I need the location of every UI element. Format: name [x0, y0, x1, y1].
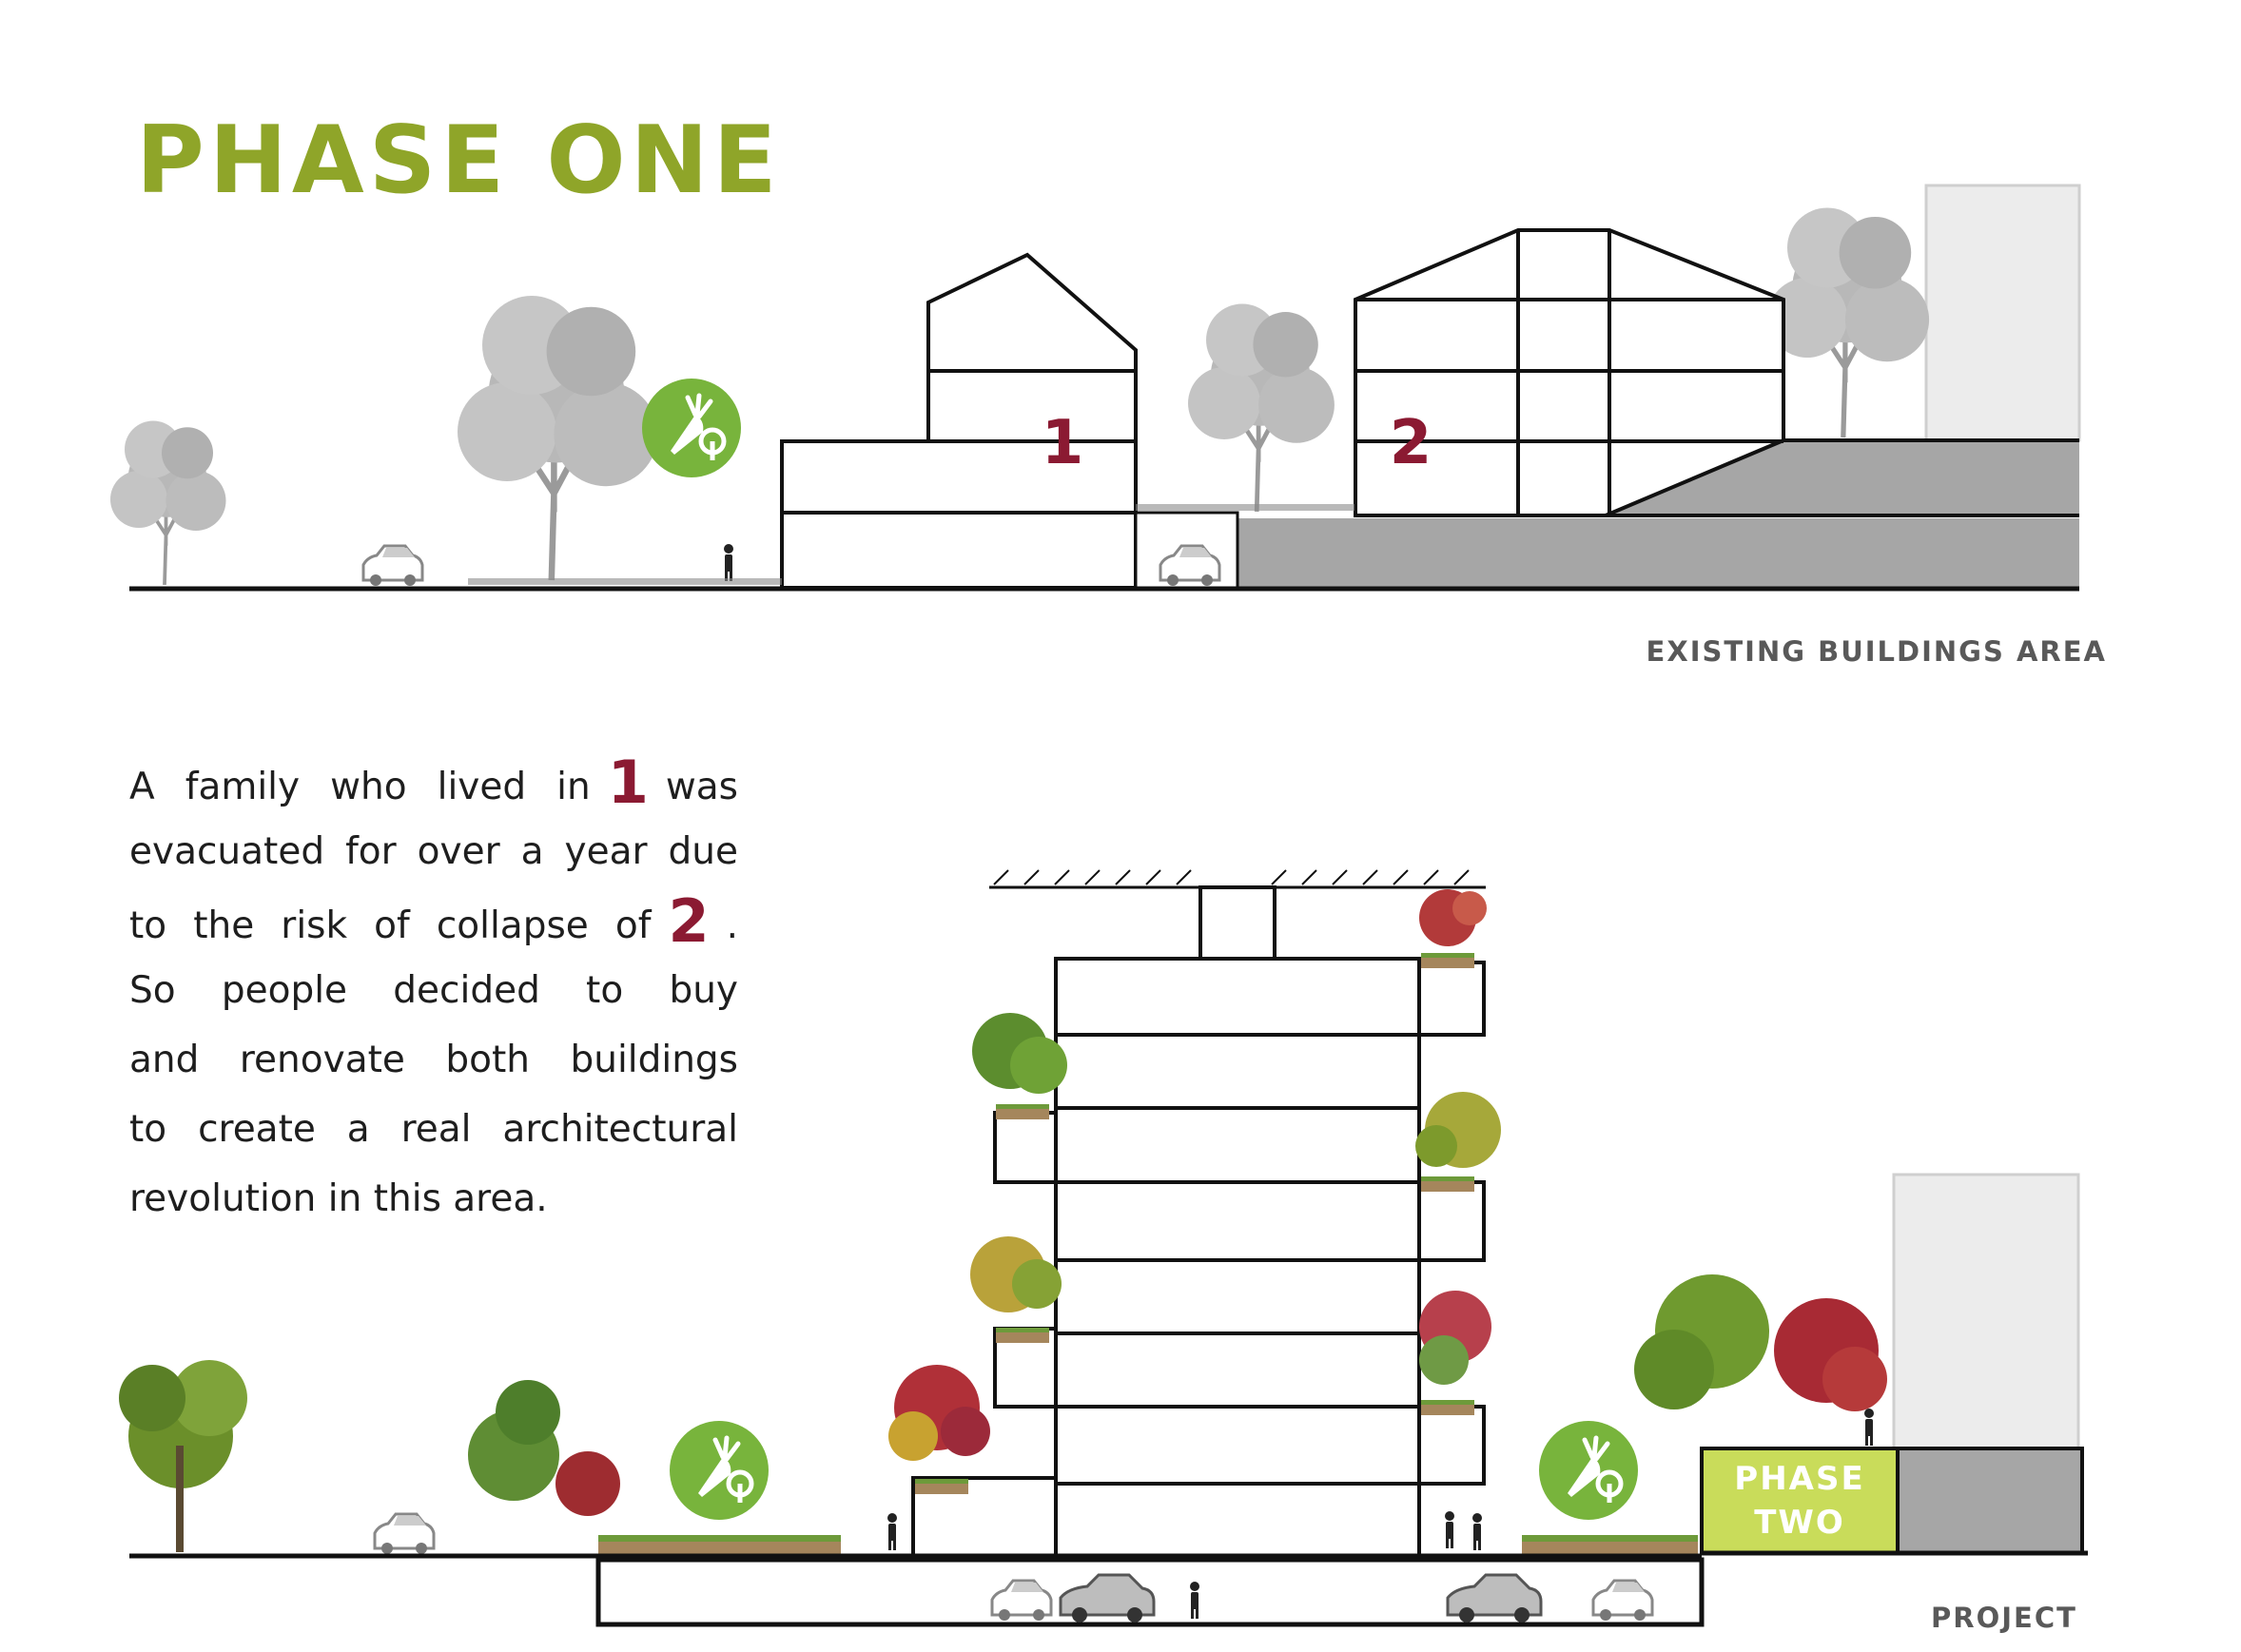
- planter: [996, 1104, 1049, 1119]
- person-icon: [724, 544, 733, 581]
- building-2-label: 2: [1390, 408, 1432, 478]
- person-icon: [887, 1513, 897, 1550]
- neighbour-ground-block: [1896, 1447, 2084, 1555]
- neighbour-building: [1924, 184, 2081, 442]
- building-1-label: 1: [1042, 408, 1084, 478]
- car-icon: [361, 544, 424, 588]
- garden-bed: [1522, 1541, 1698, 1556]
- garden-bed-grass: [598, 1535, 841, 1542]
- urban-garden-icon: [642, 379, 741, 477]
- car-icon: [373, 1512, 436, 1556]
- garden-bed-grass: [1522, 1535, 1698, 1542]
- new-building: [911, 885, 1486, 1560]
- description-line: and renovate both buildings: [129, 1039, 738, 1081]
- existing-section: 1 2: [108, 184, 2081, 592]
- phase-two-label: TWO: [1754, 1504, 1845, 1542]
- person-icon: [1445, 1511, 1454, 1548]
- project-section: PHASE TWO: [119, 869, 2088, 1627]
- planter: [915, 1479, 968, 1494]
- ground-trees: [119, 1274, 1887, 1552]
- description-line: revolution in this area.: [129, 1177, 548, 1220]
- planter: [996, 1328, 1049, 1343]
- balcony-greenery: [888, 889, 1501, 1494]
- existing-area-caption: EXISTING BUILDINGS AREA: [1646, 635, 2107, 668]
- person-icon: [1864, 1409, 1874, 1446]
- parking-ground-fill: [1237, 518, 2079, 590]
- phase-two-label: PHASE: [1734, 1460, 1864, 1498]
- description-line: evacuated for over a year due: [129, 830, 738, 873]
- tree-icon: [108, 418, 228, 587]
- building-1-reference: 1: [607, 748, 649, 817]
- urban-garden-icon: [670, 1421, 769, 1520]
- planter: [1421, 953, 1474, 968]
- description-line: to create a real architectural: [129, 1108, 738, 1151]
- planter: [1421, 1176, 1474, 1192]
- description-line: So people decided to buy: [129, 969, 738, 1012]
- tree-icon: [1767, 208, 1929, 437]
- solar-panels: [993, 869, 1470, 885]
- urban-garden-icon: [1539, 1421, 1638, 1520]
- raised-terrace-fill: [1606, 440, 2079, 515]
- grass-strip: [1136, 504, 1354, 511]
- page-title: PHASE ONE: [136, 107, 782, 215]
- garden-bed: [598, 1541, 841, 1556]
- building-2: [1354, 228, 2079, 517]
- building-2-reference: 2: [668, 886, 710, 956]
- phase-two-block: [1700, 1447, 1900, 1555]
- tree-icon: [1188, 303, 1335, 512]
- planter: [1421, 1400, 1474, 1415]
- person-icon: [1472, 1513, 1482, 1550]
- grass-strip: [468, 578, 782, 585]
- project-caption: PROJECT: [1931, 1602, 2077, 1634]
- tree-icon: [458, 296, 658, 580]
- building-1: [780, 252, 1138, 590]
